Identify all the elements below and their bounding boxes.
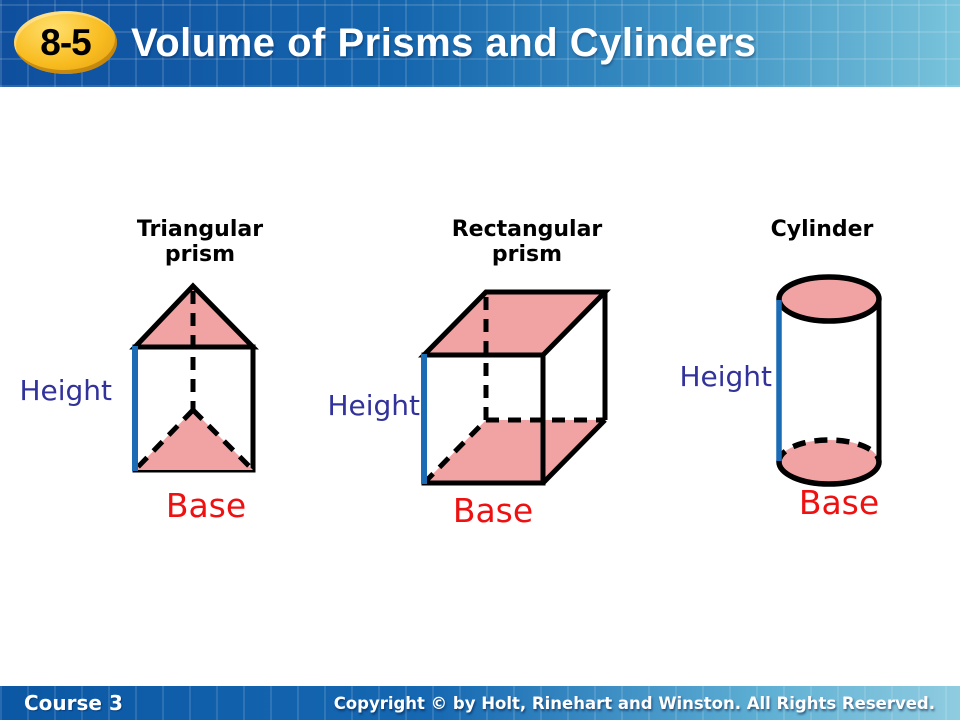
course-label: Course 3 — [24, 691, 123, 715]
cylinder-title: Cylinder — [722, 217, 922, 242]
triangular-prism-hidden-edge-left — [133, 408, 195, 472]
copyright-text: Copyright © by Holt, Rinehart and Winsto… — [333, 693, 935, 713]
cylinder-base-label: Base — [798, 483, 880, 522]
rectangular-prism-height-label: Height — [327, 389, 420, 422]
rectangular-prism-title: Rectangular prism — [427, 217, 627, 267]
rectangular-prism-base-label: Base — [452, 491, 534, 530]
rectangular-prism-top-face — [418, 289, 611, 358]
cylinder-title-line1: Cylinder — [770, 217, 874, 242]
triangular-prism-title: Triangular prism — [100, 217, 300, 267]
lesson-number-badge: 8-5 — [14, 11, 117, 74]
footer-bar: Course 3 Copyright © by Holt, Rinehart a… — [0, 686, 960, 720]
triangular-prism-figure — [129, 282, 259, 473]
cylinder-base-face — [779, 440, 879, 484]
cylinder-top-face — [776, 274, 882, 324]
rectangular-prism-base-face — [424, 420, 605, 483]
cylinder-figure — [776, 274, 882, 487]
lesson-number: 8-5 — [40, 21, 91, 63]
triangular-prism-base-label: Base — [165, 486, 247, 525]
rectangular-prism-title-line2: prism — [491, 242, 563, 267]
cylinder-height-label: Height — [679, 360, 772, 393]
rectangular-prism-hidden-edge-left — [422, 418, 488, 485]
rectangular-prism-figure — [418, 289, 611, 486]
triangular-prism-base-face — [135, 410, 253, 470]
header-bar: 8-5 Volume of Prisms and Cylinders — [0, 0, 960, 87]
rectangular-prism-title-line1: Rectangular — [451, 217, 603, 242]
triangular-prism-title-line2: prism — [164, 242, 236, 267]
rectangular-prism-bottom-right-edge — [541, 418, 607, 485]
slide-title: Volume of Prisms and Cylinders — [131, 21, 757, 65]
cylinder-base-hidden-arc — [776, 437, 882, 463]
triangular-prism-title-line1: Triangular — [136, 217, 264, 242]
triangular-prism-height-label: Height — [19, 374, 112, 407]
triangular-prism-hidden-edge-right — [191, 408, 255, 472]
cylinder-base-front-arc — [776, 461, 882, 487]
